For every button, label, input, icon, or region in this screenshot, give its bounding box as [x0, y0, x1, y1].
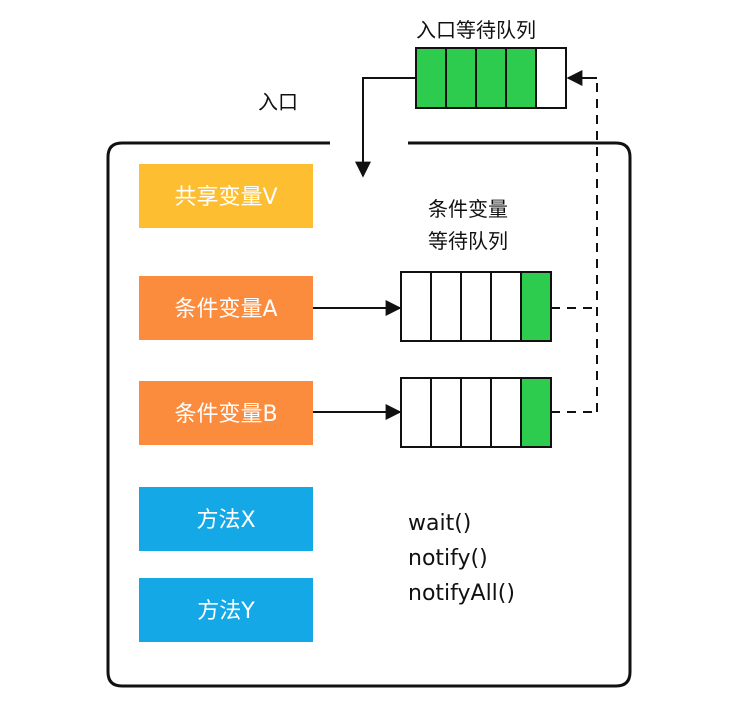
- queue-slot-filled: [415, 47, 447, 109]
- queue-slot-empty: [460, 271, 492, 342]
- condition-b-label: 条件变量B: [174, 402, 277, 427]
- shared-variable-box: [139, 164, 313, 228]
- condition-b-box: [139, 381, 313, 445]
- condition-a-label: 条件变量A: [174, 297, 277, 322]
- condition-a-wait-queue: [400, 271, 552, 342]
- queue-slot-empty: [400, 377, 432, 448]
- entry-arrow: [355, 77, 416, 178]
- shared-variable-label: 共享变量V: [174, 185, 277, 210]
- entry-wait-queue: [415, 47, 567, 109]
- queue-slot-empty: [400, 271, 432, 342]
- queue-slot-filled: [475, 47, 507, 109]
- method-wait: wait(): [408, 511, 471, 536]
- queue-slot-empty: [430, 271, 462, 342]
- method-x-label: 方法X: [196, 508, 255, 533]
- queue-slot-empty: [460, 377, 492, 448]
- method-notify-all: notifyAll(): [408, 581, 515, 606]
- queue-slot-filled: [520, 271, 552, 342]
- queue-slot-empty: [535, 47, 567, 109]
- entry-label: 入口: [258, 90, 298, 114]
- condition-a-box: [139, 276, 313, 340]
- queue-slot-filled: [505, 47, 537, 109]
- entry-queue-label: 入口等待队列: [416, 18, 536, 42]
- queue-slot-empty: [430, 377, 462, 448]
- queue-slot-filled: [520, 377, 552, 448]
- condition-queue-label-line2: 等待队列: [428, 229, 508, 253]
- method-x-box: [139, 487, 313, 551]
- queue-slot-empty: [490, 377, 522, 448]
- queue-slot-empty: [490, 271, 522, 342]
- condition-queue-label-line1: 条件变量: [428, 197, 508, 221]
- condition-b-wait-queue: [400, 377, 552, 448]
- method-notify: notify(): [408, 546, 488, 571]
- queue-slot-filled: [445, 47, 477, 109]
- method-y-label: 方法Y: [197, 599, 255, 624]
- method-y-box: [139, 578, 313, 642]
- monitor-outline: [106, 141, 632, 688]
